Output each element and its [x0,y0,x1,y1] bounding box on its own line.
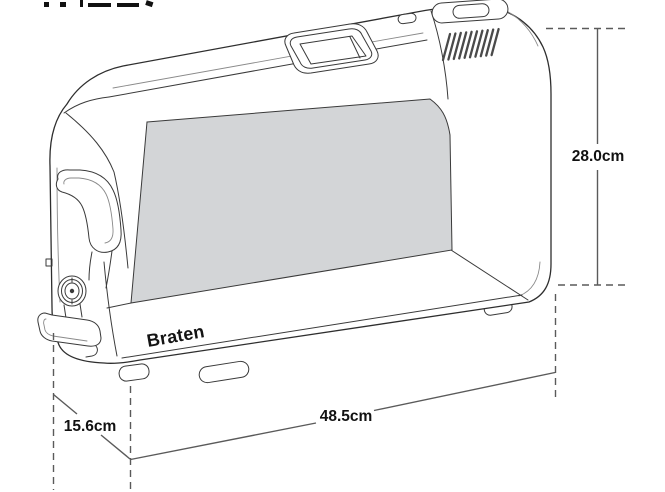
depth-label: 15.6cm [64,418,117,435]
clipped-title-fragments [44,0,154,8]
clipped-glyph-fragment [44,2,49,7]
front-center-foot [198,360,250,384]
top-oval-recess [431,0,509,24]
front-left-foot [118,363,150,382]
depth-line-lower [100,434,131,460]
width-label: 48.5cm [320,408,373,425]
top-oval-inner [452,3,490,19]
front-handle-inner-line [63,177,114,244]
water-tank-window [130,98,453,304]
clipped-glyph-fragment [80,0,83,7]
clipped-glyph-fragment [60,2,66,7]
width-line-right [373,371,556,412]
width-dimension: 48.5cm [129,294,557,490]
clipped-glyph-fragment [117,3,139,7]
carry-handle-scoop [299,35,367,65]
width-line-left [130,422,317,461]
height-label: 28.0cm [572,148,625,165]
handle-straps [88,250,113,289]
top-pill-slot [397,12,417,25]
side-vent-slats [441,27,500,62]
depth-dimension: 15.6cm [52,333,131,490]
brew-knob [57,275,87,319]
height-dimension: 28.0cm [546,27,627,286]
clipped-glyph-fragment [145,0,154,8]
clipped-glyph-fragment [88,3,111,7]
front-handle-loop [55,169,122,253]
body-seam-lines [56,8,541,359]
top-features [284,0,509,74]
depth-line-upper [53,393,78,415]
carry-handle-recess-outer [284,23,379,74]
carry-handle-recess-inner [289,28,373,69]
left-face-slot [45,258,53,267]
